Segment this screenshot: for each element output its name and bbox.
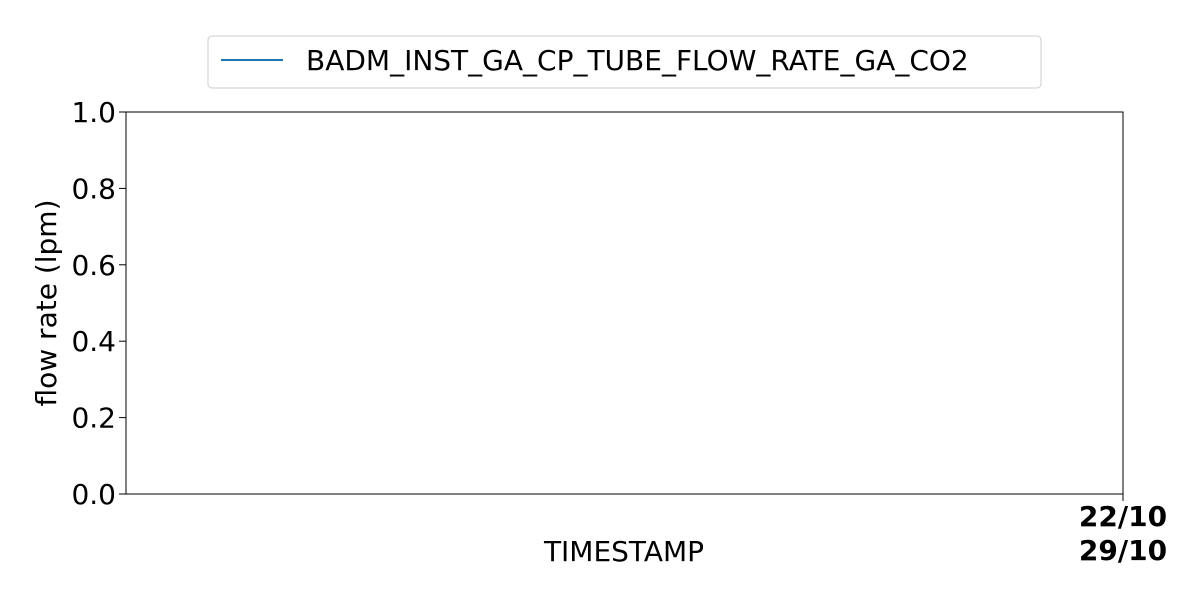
legend-box	[207, 35, 1042, 89]
y-tick-label: 0.2	[71, 402, 116, 435]
y-tick-label: 0.8	[71, 172, 116, 205]
x-axis-label: TIMESTAMP	[543, 535, 704, 568]
x-tick-label: 29/10	[1079, 534, 1167, 567]
y-tick-label: 0.0	[71, 478, 116, 511]
y-axis-label: flow rate (lpm)	[30, 199, 63, 406]
legend: BADM_INST_GA_CP_TUBE_FLOW_RATE_GA_CO2	[207, 35, 1042, 89]
plot-area	[125, 111, 1124, 495]
y-tick-label: 0.6	[71, 249, 116, 282]
y-tick-label: 1.0	[71, 96, 116, 129]
legend-label: BADM_INST_GA_CP_TUBE_FLOW_RATE_GA_CO2	[306, 44, 969, 77]
y-tick-label: 0.4	[71, 325, 116, 358]
x-tick-label: 22/10	[1079, 500, 1167, 533]
